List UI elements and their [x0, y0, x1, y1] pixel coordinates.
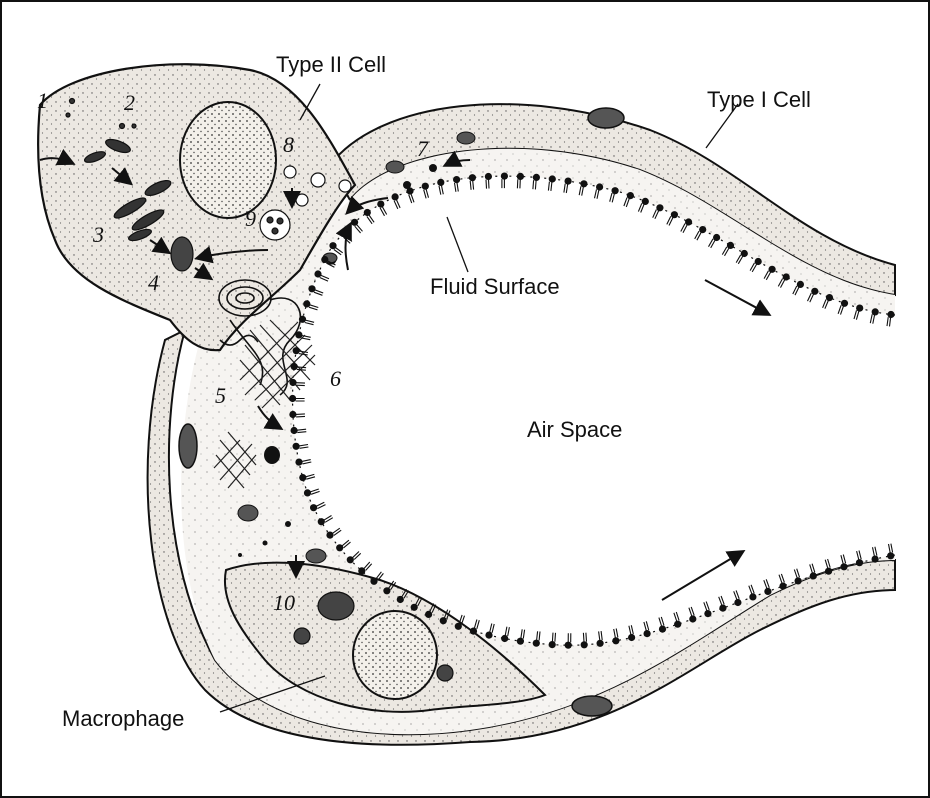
- surfactant-molecule: [291, 427, 307, 434]
- step-number-9: 9: [245, 206, 256, 231]
- label-fluid-surface: Fluid Surface: [430, 274, 560, 299]
- surfactant-molecule: [289, 411, 305, 418]
- surfactant-molecule: [533, 631, 540, 647]
- label-type-ii-cell: Type II Cell: [276, 52, 386, 77]
- type-ii-nucleus: [180, 102, 276, 218]
- surfactant-molecule: [734, 590, 742, 606]
- surfactant-molecule: [485, 173, 492, 189]
- surfactant-molecule: [469, 174, 476, 190]
- surfactant-molecule: [581, 633, 588, 649]
- surfactant-molecule: [437, 179, 444, 195]
- surfactant-molecule: [326, 528, 341, 539]
- surfactant-molecule: [501, 173, 508, 189]
- surfactant-molecule: [318, 516, 333, 526]
- surfactant-molecule: [628, 625, 635, 641]
- surfactant-molecule: [856, 551, 863, 567]
- step-number-10: 10: [273, 590, 295, 615]
- step-number-5: 5: [215, 383, 226, 408]
- surfactant-molecule: [299, 474, 315, 481]
- surfactant-molecule: [709, 234, 721, 248]
- surfactant-molecule: [689, 607, 697, 623]
- surfactant-molecule: [336, 540, 350, 551]
- surfactant-molecule: [695, 226, 707, 240]
- surfactant-molecule: [295, 459, 311, 466]
- surfactant-molecule: [517, 173, 524, 189]
- surfactant-molecule: [659, 617, 666, 633]
- surfactant-molecule: [289, 379, 305, 386]
- step-number-6: 6: [330, 366, 341, 391]
- surfactant-molecule: [517, 629, 525, 645]
- wall-nucleus-left: [179, 424, 197, 468]
- surfactant-molecule: [624, 192, 634, 207]
- surfactant-molecule: [564, 178, 572, 194]
- surfactant-molecule: [704, 602, 712, 618]
- step-number-8: 8: [283, 132, 294, 157]
- surfactant-molecule: [840, 555, 847, 571]
- surfactant-molecule: [749, 585, 757, 601]
- surfactant-molecule: [597, 631, 604, 647]
- surfactant-molecule: [793, 281, 804, 295]
- surfactant-molecule: [549, 633, 556, 649]
- wall-nucleus-bottom: [572, 696, 612, 716]
- surfactant-molecule: [810, 564, 817, 580]
- surfactant-molecule: [779, 574, 787, 590]
- surfactant-molecule: [533, 174, 540, 190]
- label-macrophage: Macrophage: [62, 706, 184, 731]
- surfactant-molecule: [653, 204, 664, 219]
- surfactant-molecule: [310, 502, 326, 511]
- surfactant-molecule: [681, 218, 692, 232]
- surfactant-molecule: [872, 547, 879, 563]
- surfactant-molecule: [293, 443, 309, 450]
- surfactant-molecule: [719, 596, 727, 612]
- surfactant-molecule: [422, 183, 429, 199]
- surfactant-molecule: [764, 266, 776, 280]
- surfactant-molecule: [289, 395, 305, 402]
- surfactant-molecule: [612, 629, 619, 645]
- label-type-i-cell: Type I Cell: [707, 87, 811, 112]
- wall-nucleus-top: [588, 108, 624, 128]
- surfactant-molecule: [638, 198, 649, 213]
- surfactant-molecule: [823, 294, 834, 309]
- surfactant-molecule: [565, 633, 572, 649]
- surfactant-molecule: [887, 544, 894, 560]
- surfactant-molecule: [825, 559, 832, 575]
- surfactant-molecule: [887, 311, 895, 327]
- surfactant-molecule: [764, 579, 772, 595]
- surfactant-molecule: [778, 273, 790, 287]
- surfactant-molecule: [453, 176, 460, 192]
- step-number-3: 3: [92, 222, 104, 247]
- step-number-4: 4: [148, 270, 159, 295]
- macrophage-nucleus: [353, 611, 437, 699]
- surfactant-molecule: [364, 209, 374, 224]
- step-number-7: 7: [417, 136, 429, 161]
- surfactant-molecule: [351, 219, 363, 233]
- surfactant-molecule: [674, 612, 681, 628]
- surfactant-molecule: [304, 489, 320, 497]
- surfactant-molecule: [736, 250, 748, 264]
- surfactant-molecule: [808, 288, 819, 303]
- surfactant-molecule: [406, 187, 414, 203]
- surfactant-molecule: [722, 242, 734, 256]
- surfactant-molecule: [314, 270, 329, 281]
- surfactant-molecule: [392, 193, 401, 209]
- label-air-space: Air Space: [527, 417, 622, 442]
- surfactant-molecule: [667, 211, 678, 225]
- surfactant-molecule: [750, 258, 762, 272]
- surfactant-molecule: [548, 175, 556, 191]
- surfactant-molecule: [347, 552, 361, 564]
- surfactant-molecule: [358, 562, 372, 575]
- step-number-2: 2: [124, 90, 135, 115]
- surfactant-molecule: [644, 621, 651, 637]
- step-number-1: 1: [37, 88, 48, 113]
- surfactant-molecule: [794, 569, 801, 585]
- surfactant-molecule: [377, 201, 387, 216]
